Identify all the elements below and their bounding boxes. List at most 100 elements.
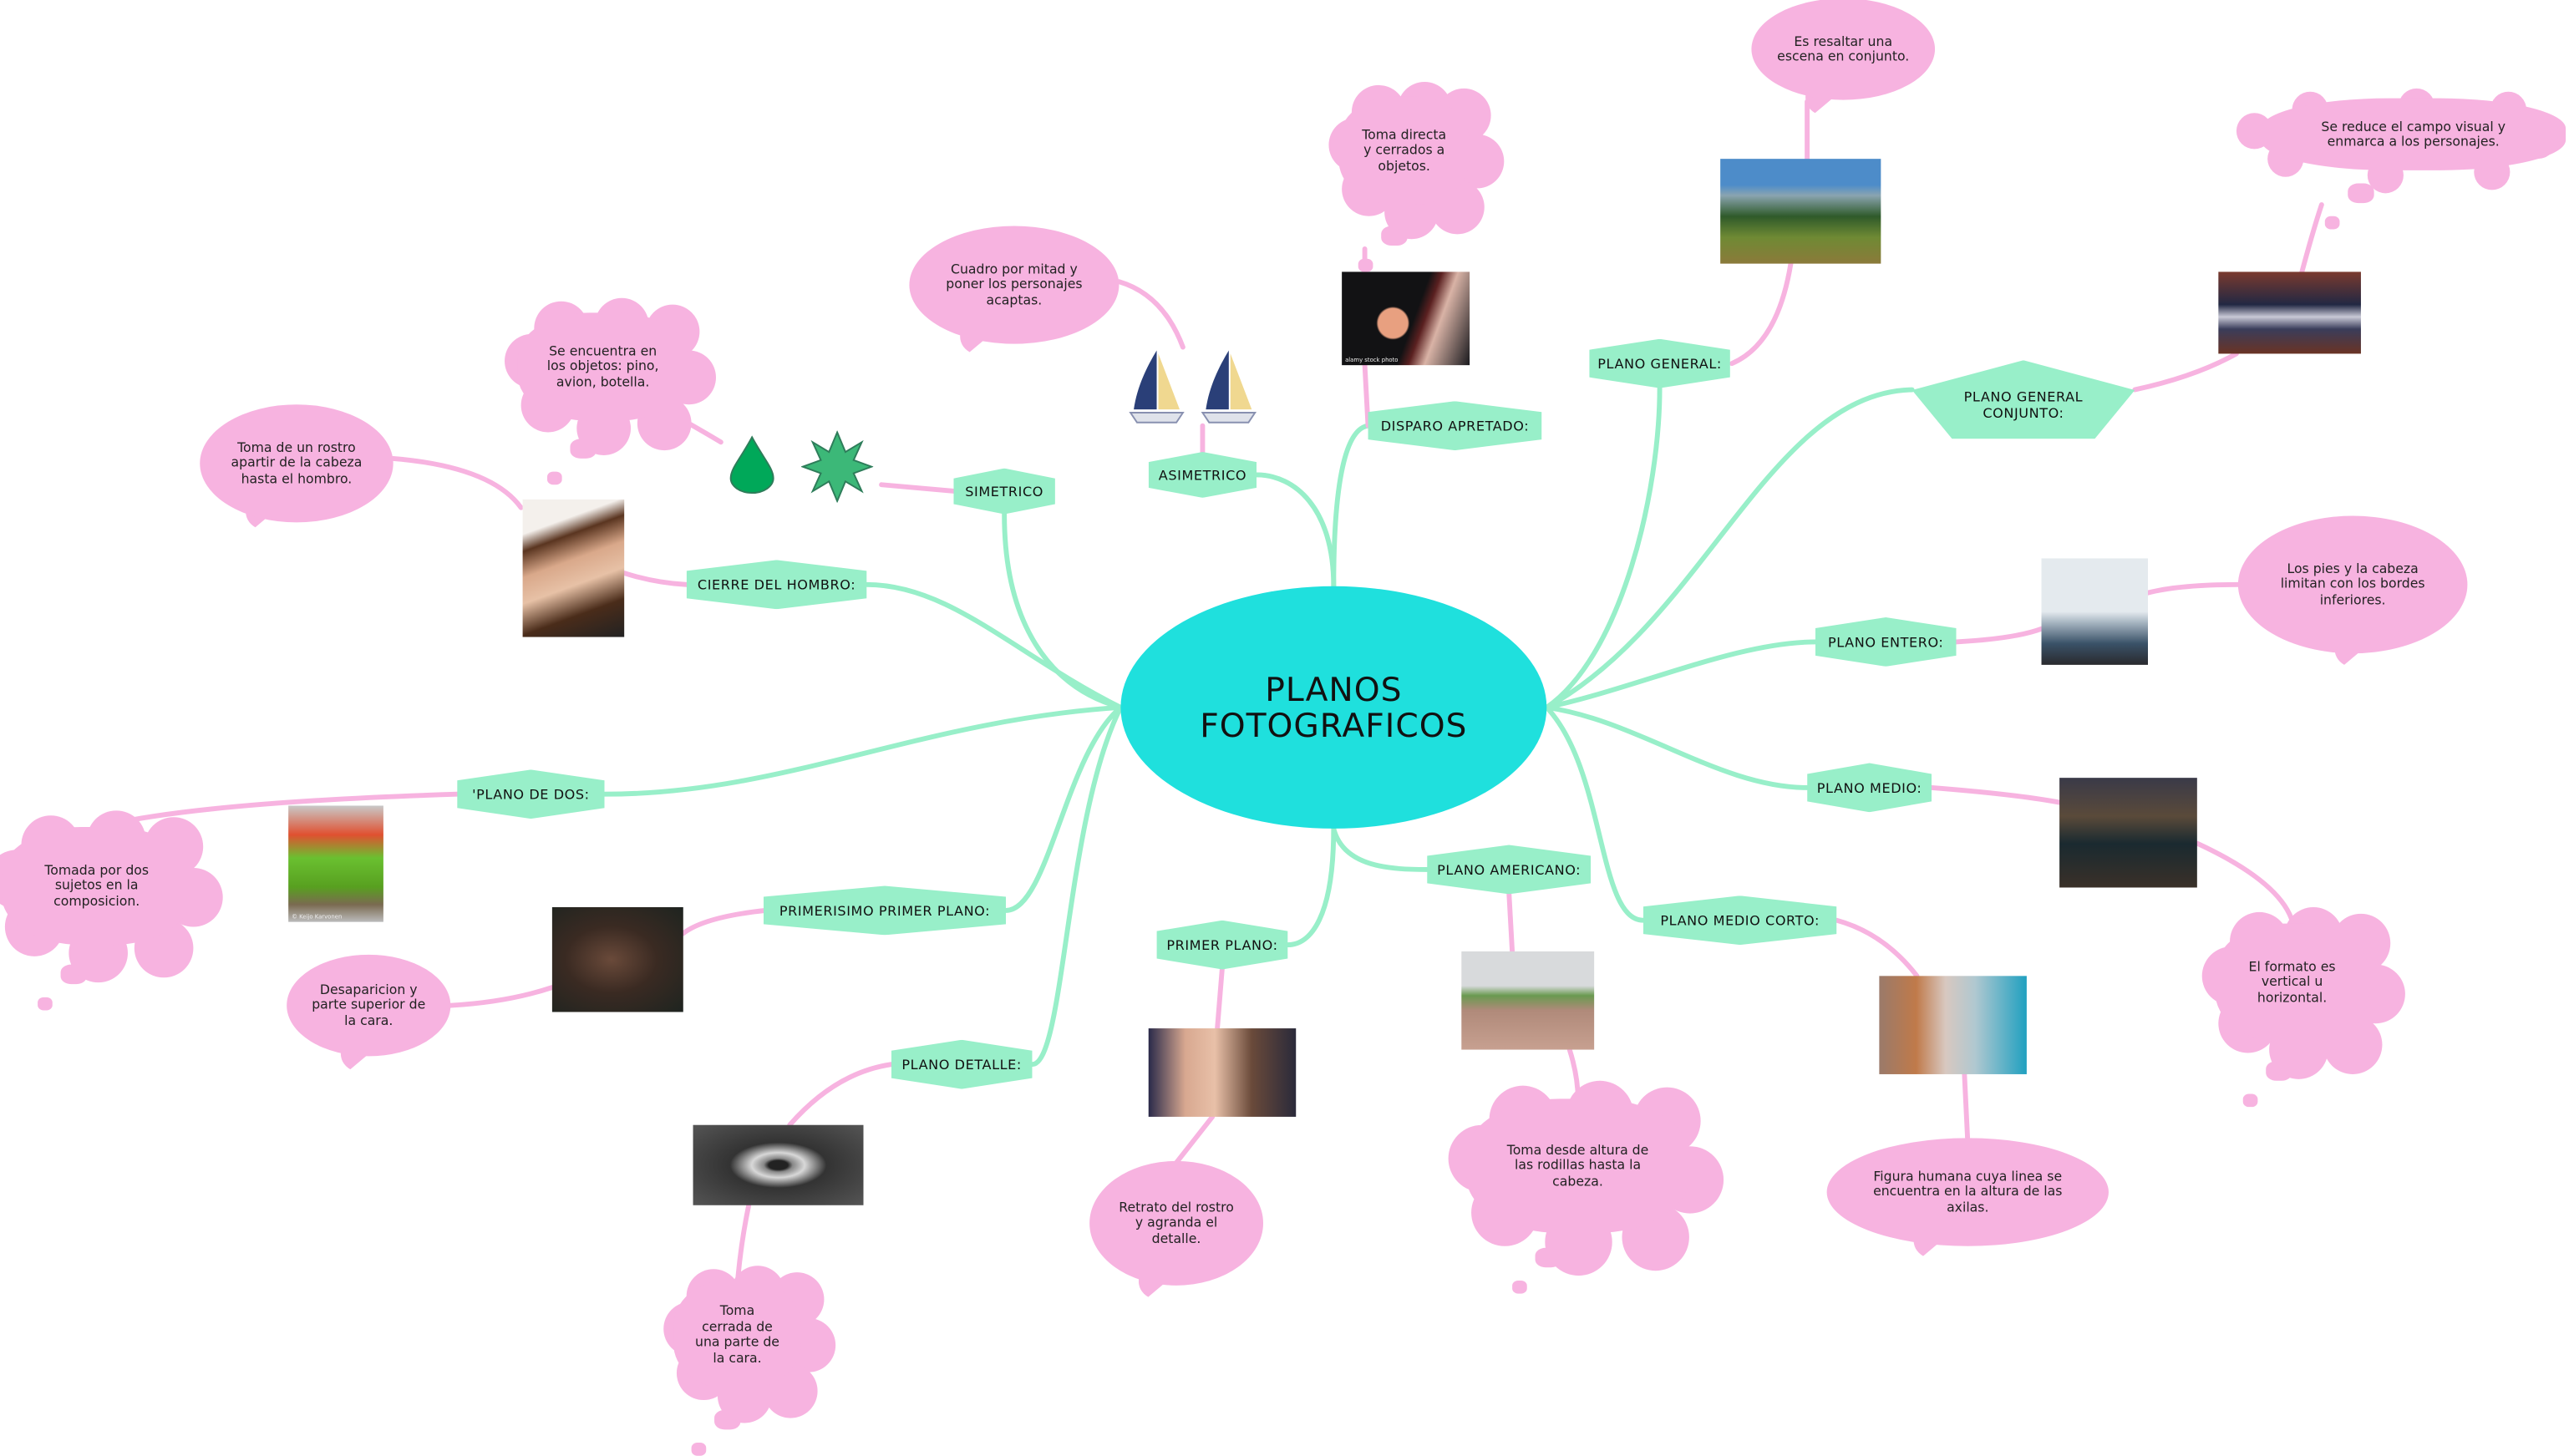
photo-man-face[interactable] bbox=[551, 907, 683, 1012]
thought-puff bbox=[691, 1443, 707, 1456]
topic-primerisimo[interactable]: PRIMERISIMO PRIMER PLANO: bbox=[763, 885, 1007, 936]
branch-connector bbox=[1331, 423, 1371, 589]
bubble-text: Toma cerrada de una parte de la cara. bbox=[673, 1280, 801, 1389]
photo-macaron-lips[interactable]: alamy stock photo bbox=[1342, 271, 1470, 366]
branch-connector bbox=[1285, 825, 1337, 948]
photo-two-parrots[interactable]: © Keijo Karvonen bbox=[288, 805, 383, 922]
topic-dedos[interactable]: 'PLANO DE DOS: bbox=[457, 769, 605, 819]
photo-girl-by-wall[interactable] bbox=[1879, 976, 2027, 1074]
leaf-connector bbox=[1174, 1114, 1216, 1165]
topic-mediocorto[interactable]: PLANO MEDIO CORTO: bbox=[1642, 895, 1837, 946]
bubble-text: Figura humana cuya linea se encuentra en… bbox=[1826, 1138, 2109, 1246]
speech-bubble-mediocorto[interactable]: Figura humana cuya linea se encuentra en… bbox=[1826, 1138, 2109, 1256]
leaf-connector bbox=[1929, 784, 2063, 805]
photo-watermark: © Keijo Karvonen bbox=[292, 913, 343, 921]
leaf-connector bbox=[1506, 890, 1516, 954]
thought-bubble-conjunto[interactable]: Se reduce el campo visual y enmarca a lo… bbox=[2236, 88, 2566, 230]
bubble-text: Es resaltar una escena en conjunto. bbox=[1751, 0, 1936, 100]
branch-connector bbox=[1544, 385, 1663, 710]
thought-bubble-medio[interactable]: El formato es vertical u horizontal. bbox=[2202, 906, 2405, 1108]
speech-bubble-cierre[interactable]: Toma de un rostro apartir de la cabeza h… bbox=[200, 404, 393, 528]
thought-puff bbox=[2348, 183, 2374, 204]
photo-man-standing[interactable] bbox=[1461, 951, 1595, 1050]
leaf-connector bbox=[2194, 840, 2297, 930]
topic-simetrico[interactable]: SIMETRICO bbox=[953, 468, 1055, 515]
branch-connector bbox=[1002, 511, 1124, 710]
leaf-connector bbox=[2145, 581, 2241, 596]
drop-icon bbox=[729, 435, 774, 495]
branch-connector bbox=[1029, 704, 1124, 1068]
thought-puff bbox=[1512, 1280, 1527, 1294]
topic-asimetrico[interactable]: ASIMETRICO bbox=[1148, 452, 1257, 498]
photo-watermark: alamy stock photo bbox=[1345, 357, 1399, 364]
photo-woman-face[interactable] bbox=[1148, 1028, 1297, 1117]
topic-entero[interactable]: PLANO ENTERO: bbox=[1815, 617, 1957, 667]
photo-woman-portrait[interactable] bbox=[522, 499, 625, 637]
branch-connector bbox=[864, 581, 1124, 710]
branch-connector bbox=[1254, 472, 1337, 589]
thought-puff bbox=[2242, 1093, 2258, 1108]
leaf-connector bbox=[1962, 1072, 1971, 1144]
sailboat-icon bbox=[1129, 350, 1185, 424]
leaf-connector bbox=[622, 571, 689, 587]
central-topic[interactable]: PLANOS FOTOGRAFICOS bbox=[1120, 586, 1547, 829]
branch-connector bbox=[1544, 704, 1646, 923]
bubble-text: Cuadro por mitad y poner los personajes … bbox=[909, 226, 1119, 344]
thought-bubble-dedos[interactable]: Tomada por dos sujetos en la composicion… bbox=[0, 810, 222, 1011]
thought-bubble-detalle[interactable]: Toma cerrada de una parte de la cara. bbox=[663, 1265, 836, 1456]
photo-man-by-fireplace[interactable] bbox=[2059, 778, 2197, 888]
branch-connector bbox=[1331, 825, 1430, 872]
bubble-text: Toma de un rostro apartir de la cabeza h… bbox=[200, 404, 393, 523]
bubble-text: Se reduce el campo visual y enmarca a lo… bbox=[2261, 98, 2566, 170]
bubble-text: Toma directa y cerrados a objetos. bbox=[1338, 96, 1470, 205]
bubble-text: El formato es vertical u horizontal. bbox=[2215, 923, 2369, 1042]
leaf-connector bbox=[2299, 202, 2324, 275]
photo-group-on-stairs[interactable] bbox=[2218, 271, 2361, 354]
speech-bubble-asimetrico[interactable]: Cuadro por mitad y poner los personajes … bbox=[909, 226, 1119, 353]
thought-puff bbox=[2324, 216, 2340, 230]
topic-general[interactable]: PLANO GENERAL: bbox=[1589, 338, 1730, 388]
topic-detalle[interactable]: PLANO DETALLE: bbox=[891, 1039, 1033, 1089]
leaf-connector bbox=[1834, 917, 1920, 979]
leaf-connector bbox=[680, 907, 768, 936]
topic-disparo[interactable]: DISPARO APRETADO: bbox=[1368, 401, 1542, 451]
leaf-connector bbox=[1215, 965, 1225, 1032]
leaf-connector bbox=[448, 985, 555, 1008]
photo-mountain-landscape[interactable] bbox=[1720, 159, 1881, 264]
leaf-connector bbox=[1116, 279, 1185, 350]
bubble-text: Toma desde altura de las rodillas hasta … bbox=[1466, 1098, 1689, 1234]
leaf-connector bbox=[2132, 351, 2239, 393]
bubble-text: Los pies y la cabeza limitan con los bor… bbox=[2237, 515, 2468, 654]
speech-bubble-entero[interactable]: Los pies y la cabeza limitan con los bor… bbox=[2237, 515, 2468, 665]
branch-connector bbox=[1544, 639, 1818, 710]
thought-puff bbox=[38, 997, 53, 1011]
thought-bubble-disparo[interactable]: Toma directa y cerrados a objetos. bbox=[1328, 81, 1505, 272]
speech-bubble-primer[interactable]: Retrato del rostro y agranda el detalle. bbox=[1089, 1160, 1264, 1297]
sailboat-icon bbox=[1201, 350, 1257, 424]
leaf-connector bbox=[1729, 261, 1794, 367]
topic-medio[interactable]: PLANO MEDIO: bbox=[1807, 763, 1932, 813]
star-icon bbox=[800, 430, 874, 503]
photo-woman-on-rock[interactable] bbox=[2041, 558, 2149, 665]
bubble-text: Se encuentra en los objetos: pino, avion… bbox=[517, 312, 688, 421]
branch-connector bbox=[1544, 704, 1810, 790]
leaf-connector bbox=[390, 455, 524, 510]
branch-connector bbox=[602, 704, 1124, 797]
topic-americano[interactable]: PLANO AMERICANO: bbox=[1427, 845, 1592, 895]
topic-cierre[interactable]: CIERRE DEL HOMBRO: bbox=[686, 560, 867, 610]
leaf-connector bbox=[1953, 626, 2044, 645]
thought-puff bbox=[547, 471, 562, 485]
leaf-connector bbox=[95, 791, 460, 829]
bubble-text: Retrato del rostro y agranda el detalle. bbox=[1089, 1160, 1264, 1286]
thought-bubble-simetrico[interactable]: Se encuentra en los objetos: pino, avion… bbox=[504, 297, 717, 485]
branch-connector bbox=[1003, 704, 1124, 913]
photo-eye-closeup[interactable] bbox=[693, 1124, 864, 1205]
speech-bubble-primerisimo[interactable]: Desaparicion y parte superior de la cara… bbox=[287, 954, 451, 1070]
leaf-connector bbox=[879, 482, 958, 495]
leaf-connector bbox=[787, 1062, 894, 1128]
thought-puff bbox=[1358, 258, 1373, 272]
topic-primer[interactable]: PRIMER PLANO: bbox=[1156, 920, 1288, 970]
thought-bubble-americano[interactable]: Toma desde altura de las rodillas hasta … bbox=[1448, 1079, 1724, 1294]
speech-bubble-general[interactable]: Es resaltar una escena en conjunto. bbox=[1751, 0, 1936, 114]
